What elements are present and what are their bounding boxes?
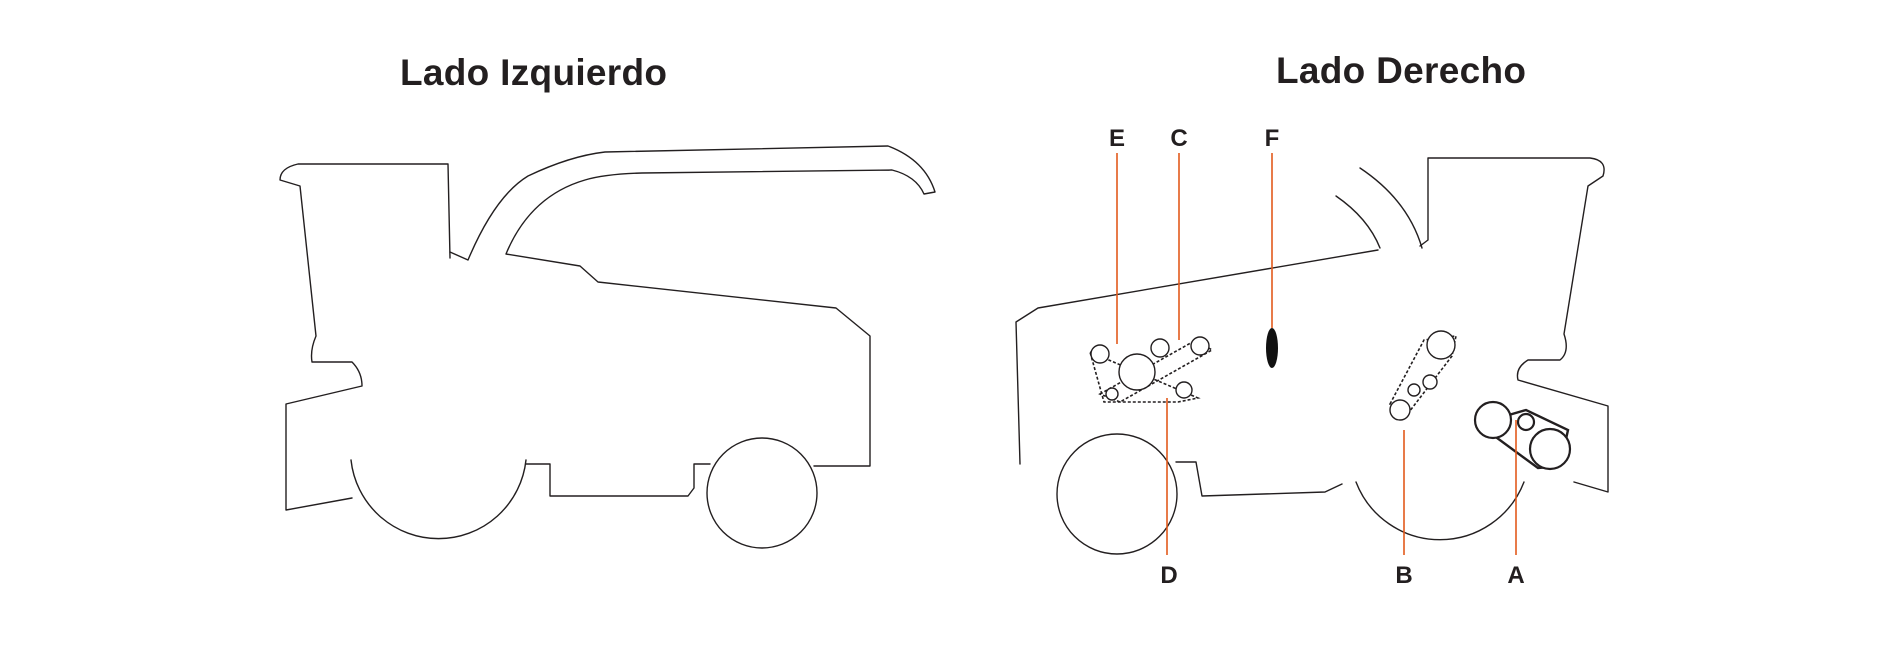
left-side-title: Lado Izquierdo [400, 52, 668, 93]
belt-e [1088, 350, 1201, 403]
callout-b: B [1395, 562, 1412, 589]
right-cab-outline [1419, 157, 1609, 493]
pulley-small-bottom [1105, 387, 1119, 401]
pulley-b-bottom [1389, 399, 1411, 421]
callout-leaders [1116, 153, 1517, 555]
right-chute-arc-outer [1359, 167, 1423, 249]
pulley-e-top [1090, 344, 1110, 364]
pulley-d-right [1175, 381, 1193, 399]
left-chute-outer [449, 145, 936, 467]
callout-e: E [1109, 125, 1125, 152]
pulley-b-mid2 [1407, 383, 1421, 397]
pulley-main-left [1118, 353, 1156, 391]
component-f-marker [1266, 328, 1278, 368]
belt-b [1388, 335, 1458, 418]
callout-c: C [1170, 125, 1187, 152]
right-underbody [1175, 461, 1343, 497]
right-side-title: Lado Derecho [1276, 50, 1527, 91]
callout-d: D [1160, 562, 1177, 589]
left-rear-wheel [706, 437, 818, 549]
left-front-wheel [350, 459, 527, 540]
pulley-b-top [1426, 330, 1456, 360]
pulley-b-mid [1422, 374, 1438, 390]
right-side-view [1015, 157, 1609, 555]
left-side-view [279, 145, 936, 549]
left-underbody [525, 463, 711, 497]
pulley-a-right [1528, 427, 1572, 471]
callout-f: F [1265, 125, 1280, 152]
right-rear-wheel [1056, 433, 1178, 555]
pulley-a-small [1516, 412, 1536, 432]
callout-labels: E C F D B A [1109, 125, 1525, 589]
pulley-small-top [1150, 338, 1170, 358]
callout-a: A [1507, 562, 1524, 589]
belt-drive-e-c-d [1088, 336, 1214, 403]
right-hood-outline [1015, 249, 1379, 465]
left-cab-outline [279, 163, 451, 511]
belt-drive-a [1473, 400, 1572, 471]
right-front-wheel [1355, 481, 1525, 541]
belt-drive-b [1388, 330, 1458, 421]
pulley-c-top [1190, 336, 1210, 356]
right-chute-arc-inner [1335, 195, 1381, 249]
pulley-a-left [1473, 400, 1513, 440]
